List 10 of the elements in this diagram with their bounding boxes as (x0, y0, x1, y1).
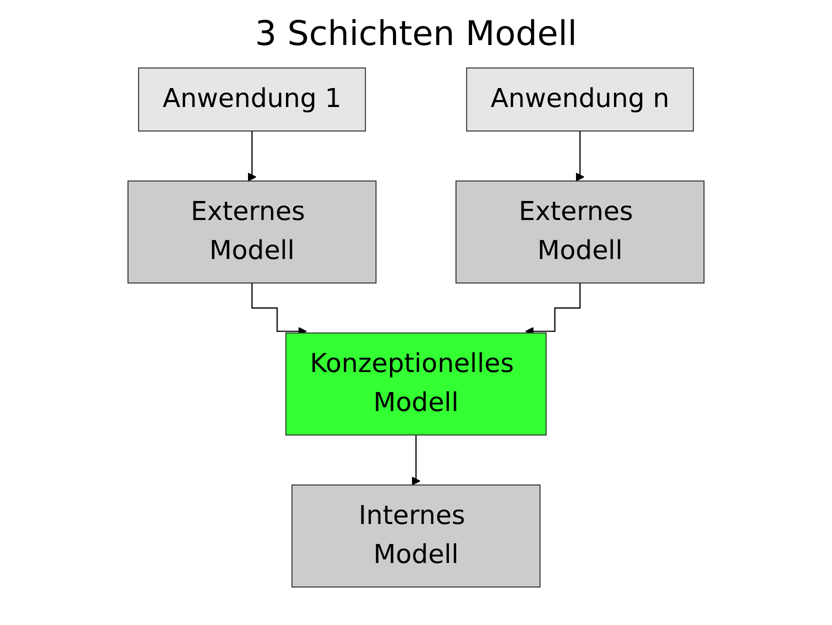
node-box: Anwendung 1 (138, 68, 366, 132)
node-box: Externes Modell (456, 180, 704, 284)
arrow (412, 434, 420, 486)
diagram-title: 3 Schichten Modell (254, 14, 578, 54)
node-box: Externes Modell (128, 180, 376, 284)
node-box: Anwendung n (466, 68, 694, 132)
arrow (576, 130, 584, 182)
arrow (248, 130, 256, 182)
node-box: Internes Modell (292, 484, 540, 588)
node-box: Konzeptionelles Modell (285, 332, 547, 436)
